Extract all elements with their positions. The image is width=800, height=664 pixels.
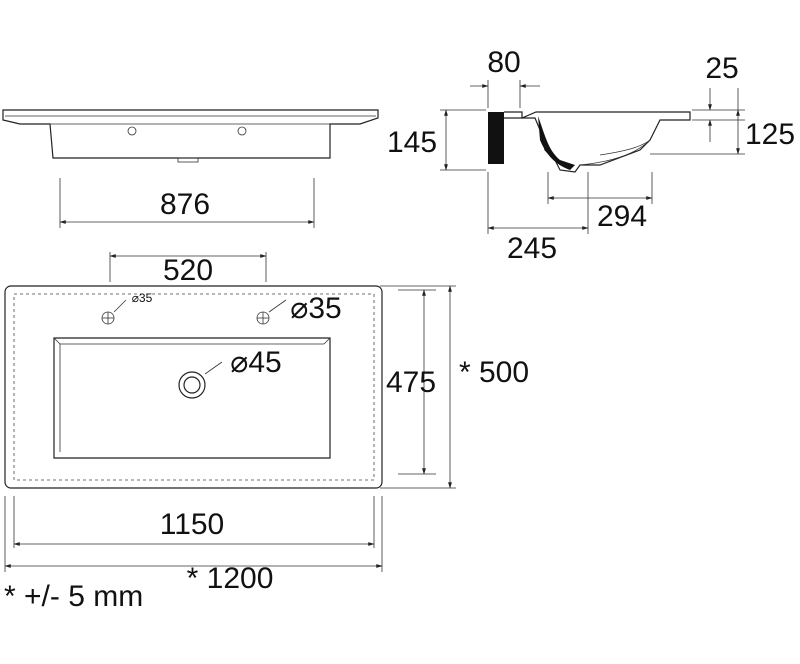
- tap-hole-small-label: ⌀35: [132, 291, 153, 305]
- dimension-25: 25: [692, 52, 745, 142]
- dimension-80: 80: [470, 46, 540, 108]
- dimension-520: 520: [109, 252, 267, 287]
- drain-hole: ⌀45: [178, 346, 282, 399]
- dimension-475: 475: [386, 289, 436, 475]
- dim-1200-label: * 1200: [187, 562, 274, 595]
- dim-520-label: 520: [163, 254, 213, 287]
- dim-25-label: 25: [705, 52, 738, 85]
- dim-145-label: 145: [387, 126, 437, 159]
- dim-500-label: * 500: [459, 356, 529, 389]
- dimension-294: 294: [547, 172, 653, 233]
- dim-475-label: 475: [386, 366, 436, 399]
- dimension-876: 876: [59, 178, 315, 228]
- dim-1150-label: 1150: [160, 508, 225, 541]
- tap-hole-right: ⌀35: [256, 292, 342, 325]
- dim-876-label: 876: [160, 188, 210, 221]
- tolerance-note: * +/- 5 mm: [4, 580, 143, 613]
- dimension-1200: * 1200: [4, 496, 383, 595]
- top-view: ⌀35 ⌀35 ⌀45: [4, 285, 383, 489]
- tap-hole-left: ⌀35: [101, 291, 153, 325]
- section-view: [488, 111, 691, 173]
- dimension-1150: 1150: [13, 496, 375, 548]
- tap-hole-label: ⌀35: [290, 292, 341, 325]
- dimension-245: 245: [487, 172, 589, 265]
- dim-80-label: 80: [487, 46, 520, 79]
- dimension-500: * 500: [380, 285, 529, 489]
- dim-245-label: 245: [507, 232, 557, 265]
- side-view: [2, 109, 379, 163]
- dim-125-label: 125: [745, 118, 795, 151]
- dimension-125: 125: [650, 88, 795, 155]
- drain-label: ⌀45: [230, 346, 281, 379]
- dim-294-label: 294: [597, 200, 647, 233]
- dimension-145: 145: [387, 109, 486, 171]
